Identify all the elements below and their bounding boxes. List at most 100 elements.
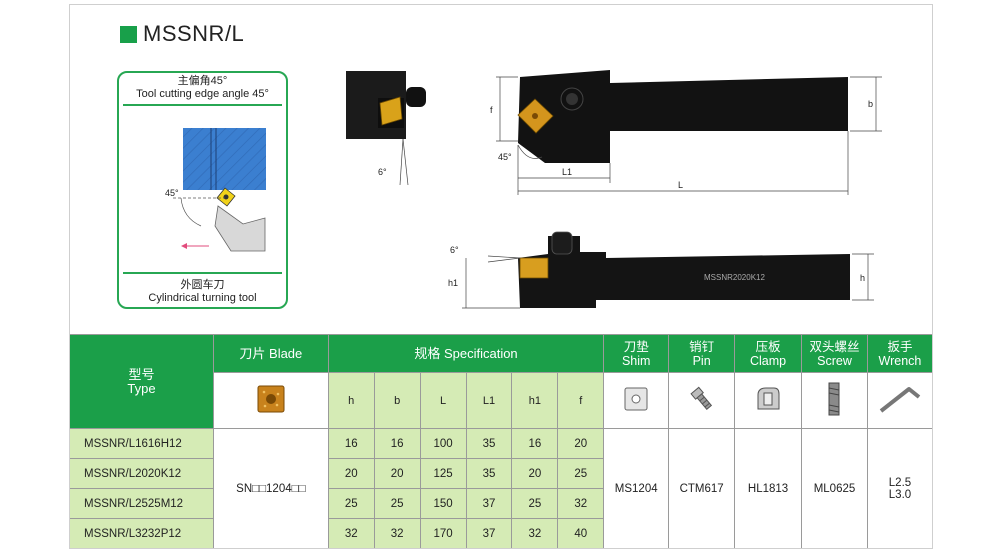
blade-header: 刀片 Blade bbox=[212, 334, 329, 373]
side-view-drawing: 6° bbox=[346, 71, 426, 186]
wrench-size-2: L3.0 bbox=[888, 488, 912, 501]
blade-code: SN□□1204□□ bbox=[212, 428, 329, 548]
shim-icon bbox=[624, 387, 648, 411]
screw-image-cell bbox=[801, 372, 868, 429]
spec-value: 16 bbox=[373, 428, 421, 459]
top-view-drawing: f 45° L1 L b bbox=[490, 70, 882, 195]
type-cell: MSSNR/L2525M12 bbox=[70, 488, 214, 519]
pin-code: CTM617 bbox=[668, 428, 736, 548]
spec-value: 20 bbox=[511, 458, 559, 489]
spec-col-b: b bbox=[373, 372, 421, 429]
title-block: MSSNR/L bbox=[120, 21, 244, 47]
type-header-cn: 型号 bbox=[128, 366, 155, 382]
diagram-illustration: 45° bbox=[123, 104, 282, 274]
turning-illustration: 45° bbox=[165, 128, 266, 252]
spec-value: 20 bbox=[373, 458, 421, 489]
type-cell: MSSNR/L2020K12 bbox=[70, 458, 214, 489]
caption-cn: 主偏角45° bbox=[177, 75, 228, 87]
spec-value: 25 bbox=[327, 488, 375, 519]
side-angle-label: 6° bbox=[378, 167, 387, 177]
pin-icon bbox=[690, 386, 712, 411]
L-label: L bbox=[678, 180, 683, 190]
spec-col-f: f bbox=[557, 372, 605, 429]
title-marker bbox=[120, 25, 137, 43]
wrench-header-en: Wrench bbox=[878, 353, 922, 368]
diagram-bottom-caption: 外圆车刀 Cylindrical turning tool bbox=[119, 279, 286, 305]
L1-label: L1 bbox=[562, 167, 572, 177]
tool-marking: MSSNR2020K12 bbox=[704, 273, 765, 282]
clamp-header-en: Clamp bbox=[750, 353, 787, 368]
shim-header: 刀垫 Shim bbox=[603, 334, 670, 373]
spec-value: 40 bbox=[557, 518, 605, 548]
h1-label: h1 bbox=[448, 278, 458, 288]
type-header: 型号 Type bbox=[70, 334, 214, 429]
screw-header: 双头螺丝 Screw bbox=[801, 334, 868, 373]
spec-value: 25 bbox=[373, 488, 421, 519]
wrench-size-1: L2.5 bbox=[888, 476, 912, 489]
blade-image-cell bbox=[212, 372, 329, 429]
f-label: f bbox=[490, 105, 493, 115]
clamp-code: HL1813 bbox=[734, 428, 803, 548]
spec-value: 32 bbox=[511, 518, 559, 548]
type-header-en: Type bbox=[127, 380, 156, 396]
spec-value: 37 bbox=[465, 518, 513, 548]
wrench-header-cn: 扳手 bbox=[887, 339, 913, 354]
pin-header: 销钉 Pin bbox=[668, 334, 736, 373]
spec-col-h1: h1 bbox=[511, 372, 559, 429]
tool-holder-side bbox=[518, 236, 850, 308]
insert-icon bbox=[257, 385, 285, 413]
angle-6-label: 6° bbox=[450, 245, 459, 255]
insert-icon bbox=[519, 257, 549, 279]
caption-cn: 外圆车刀 bbox=[180, 279, 225, 291]
clamp-header: 压板 Clamp bbox=[734, 334, 803, 373]
screw-header-en: Screw bbox=[817, 353, 852, 368]
pin-image-cell bbox=[668, 372, 736, 429]
screw-header-cn: 双头螺丝 bbox=[809, 339, 860, 354]
shim-image-cell bbox=[603, 372, 670, 429]
spec-value: 32 bbox=[557, 488, 605, 519]
page-title: MSSNR/L bbox=[143, 21, 245, 46]
spec-value: 100 bbox=[419, 428, 467, 459]
tool-holder-top bbox=[518, 70, 848, 163]
b-label: b bbox=[868, 99, 873, 109]
spec-value: 25 bbox=[557, 458, 605, 489]
spec-value: 32 bbox=[327, 518, 375, 548]
spec-col-L1: L1 bbox=[465, 372, 513, 429]
caption-en: Cylindrical turning tool bbox=[148, 292, 257, 304]
shim-header-en: Shim bbox=[621, 353, 651, 368]
spec-value: 125 bbox=[419, 458, 467, 489]
tool-body bbox=[214, 205, 266, 252]
h-label: h bbox=[860, 273, 865, 283]
spec-value: 16 bbox=[511, 428, 559, 459]
caption-en: Tool cutting edge angle 45° bbox=[136, 88, 269, 100]
clamp-icon bbox=[757, 387, 780, 410]
wrench-image-cell bbox=[866, 372, 932, 429]
type-cell: MSSNR/L1616H12 bbox=[70, 428, 214, 459]
spec-value: 25 bbox=[511, 488, 559, 519]
pin-header-cn: 销钉 bbox=[689, 339, 715, 354]
pin-header-en: Pin bbox=[692, 353, 711, 368]
product-sheet: MSSNR/L 主偏角45° Tool cutting edge angle 4… bbox=[69, 4, 933, 549]
spec-value: 35 bbox=[465, 458, 513, 489]
turning-diagram: 主偏角45° Tool cutting edge angle 45° bbox=[117, 71, 288, 309]
spec-value: 20 bbox=[557, 428, 605, 459]
spec-col-L: L bbox=[419, 372, 467, 429]
screw-code: ML0625 bbox=[801, 428, 868, 548]
clamp-header-cn: 压板 bbox=[755, 339, 781, 354]
spec-value: 16 bbox=[327, 428, 375, 459]
spec-value: 32 bbox=[373, 518, 421, 548]
spec-col-h: h bbox=[327, 372, 375, 429]
screw-icon bbox=[828, 382, 840, 416]
spec-value: 170 bbox=[419, 518, 467, 548]
wrench-code: L2.5 L3.0 bbox=[866, 428, 932, 548]
type-cell: MSSNR/L3232P12 bbox=[70, 518, 214, 548]
spec-table: 型号 Type 刀片 Blade 规格 Specification 刀垫 Shi… bbox=[70, 334, 932, 548]
spec-value: 20 bbox=[327, 458, 375, 489]
wrench-header: 扳手 Wrench bbox=[866, 334, 932, 373]
wrench-icon bbox=[879, 387, 921, 413]
shim-header-cn: 刀垫 bbox=[623, 339, 649, 354]
spec-value: 37 bbox=[465, 488, 513, 519]
spec-header: 规格 Specification bbox=[327, 334, 605, 373]
diagram-top-caption: 主偏角45° Tool cutting edge angle 45° bbox=[119, 75, 286, 101]
spec-value: 35 bbox=[465, 428, 513, 459]
